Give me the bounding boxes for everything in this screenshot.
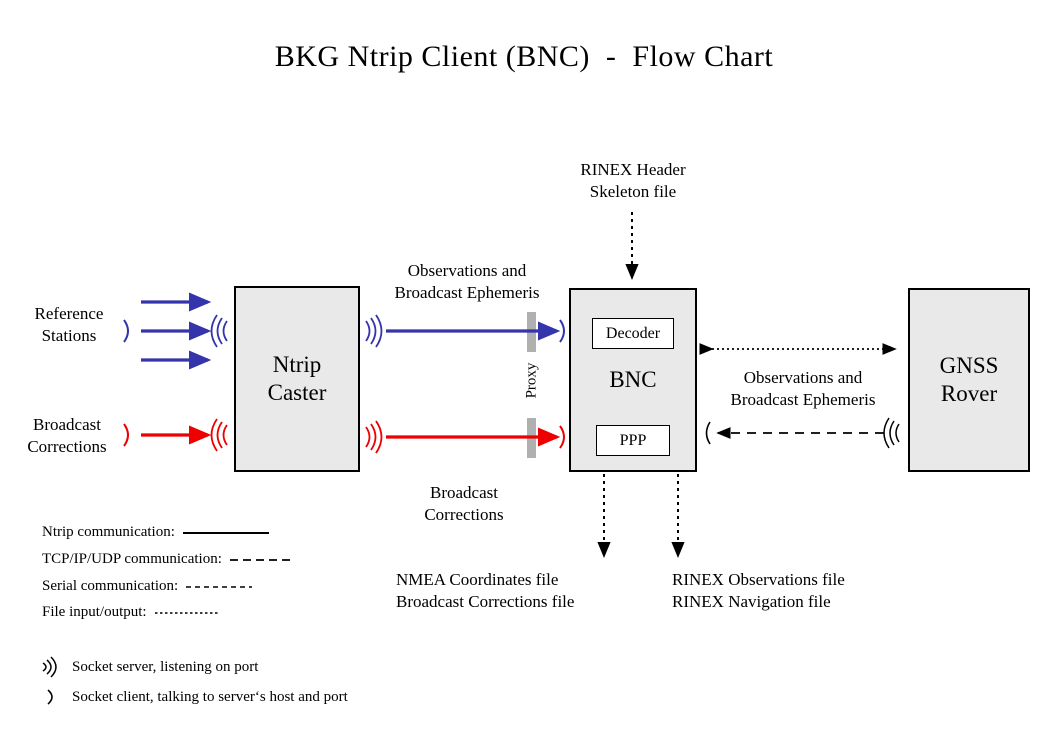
legend-sample-fine-dot [154,608,219,618]
socket-client-icon-bnc-left-obs [559,319,565,343]
label-rinex-header-skeleton: RINEX Header Skeleton file [580,160,686,202]
socket-server-icon-caster-right-corr [365,420,383,454]
legend-sample-solid [182,528,269,538]
proxy-label: Proxy [523,362,540,398]
node-decoder[interactable]: Decoder [592,318,674,349]
socket-server-icon-caster-left-corr [210,418,228,452]
legend-row-socket-client: Socket client, talking to server‘s host … [38,686,348,708]
node-ntrip-caster[interactable]: Ntrip Caster [234,286,360,472]
legend-label-socket-client: Socket client, talking to server‘s host … [72,688,348,705]
node-gnss-rover[interactable]: GNSS Rover [908,288,1030,472]
legend-label-socket-server: Socket server, listening on port [72,658,259,675]
label-reference-stations: Reference Stations [34,304,104,346]
legend-row-serial: Serial communication: [42,578,253,595]
proxy-bar-top [527,312,536,352]
socket-server-icon [38,656,64,678]
node-ppp-label: PPP [619,431,647,449]
page-title: BKG Ntrip Client (BNC) - Flow Chart [274,40,774,73]
arrow-reference-stations-to-caster [141,292,212,370]
socket-client-icon-bnc-right [705,421,711,445]
label-observations-ephemeris-right: Observations and Broadcast Ephemeris [730,368,876,410]
legend-sample-dash-dot [186,582,253,592]
legend-row-ntrip: Ntrip communication: [42,524,269,541]
node-ntrip-caster-label: Ntrip Caster [267,351,327,405]
socket-client-icon-bnc-left-corr [559,425,565,449]
label-broadcast-corrections-mid: Broadcast Corrections [424,483,504,525]
node-decoder-label: Decoder [605,324,661,342]
legend-row-file-io: File input/output: [42,604,219,621]
socket-client-icon [38,686,64,708]
node-ppp[interactable]: PPP [596,425,670,456]
proxy-bar-bottom [527,418,536,458]
legend-label-serial: Serial communication: [42,578,179,594]
node-gnss-rover-label: GNSS Rover [939,352,999,406]
legend-label-tcpip: TCP/IP/UDP communication: [42,551,222,567]
proxy-label-wrap: Proxy [499,360,565,400]
label-nmea-output: NMEA Coordinates file Broadcast Correcti… [396,570,575,612]
label-rinex-output: RINEX Observations file RINEX Navigation… [672,570,845,612]
legend-label-ntrip: Ntrip communication: [42,524,175,540]
legend-row-socket-server: Socket server, listening on port [38,656,258,678]
label-observations-ephemeris-mid: Observations and Broadcast Ephemeris [394,261,540,303]
socket-server-icon-caster-right-obs [365,314,383,348]
legend-row-tcpip: TCP/IP/UDP communication: [42,551,290,568]
label-broadcast-corrections-left: Broadcast Corrections [27,415,107,457]
node-bnc-label: BNC [609,366,657,392]
socket-server-icon-caster-left-obs [210,314,228,348]
legend-sample-long-dash [229,555,290,565]
legend-label-file-io: File input/output: [42,604,147,620]
socket-server-icon-rover-left [883,417,900,449]
